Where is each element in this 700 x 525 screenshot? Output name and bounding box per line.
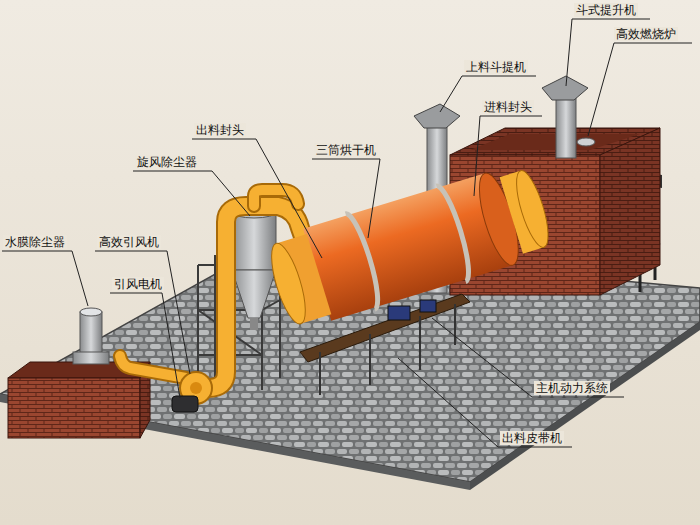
part-label: 高效引风机: [97, 235, 161, 249]
part-label: 进料封头: [482, 100, 534, 114]
part-label: 主机动力系统: [534, 381, 610, 395]
part-label: 上料斗提机: [464, 60, 528, 74]
part-label: 水膜除尘器: [3, 235, 67, 249]
part-label: 高效燃烧炉: [614, 27, 678, 41]
part-label: 出料皮带机: [500, 431, 564, 445]
part-label: 旋风除尘器: [135, 155, 199, 169]
part-label: 引风电机: [112, 277, 164, 291]
part-label: 三筒烘干机: [314, 143, 378, 157]
part-label: 斗式提升机: [574, 3, 638, 17]
part-label: 出料封头: [194, 123, 246, 137]
